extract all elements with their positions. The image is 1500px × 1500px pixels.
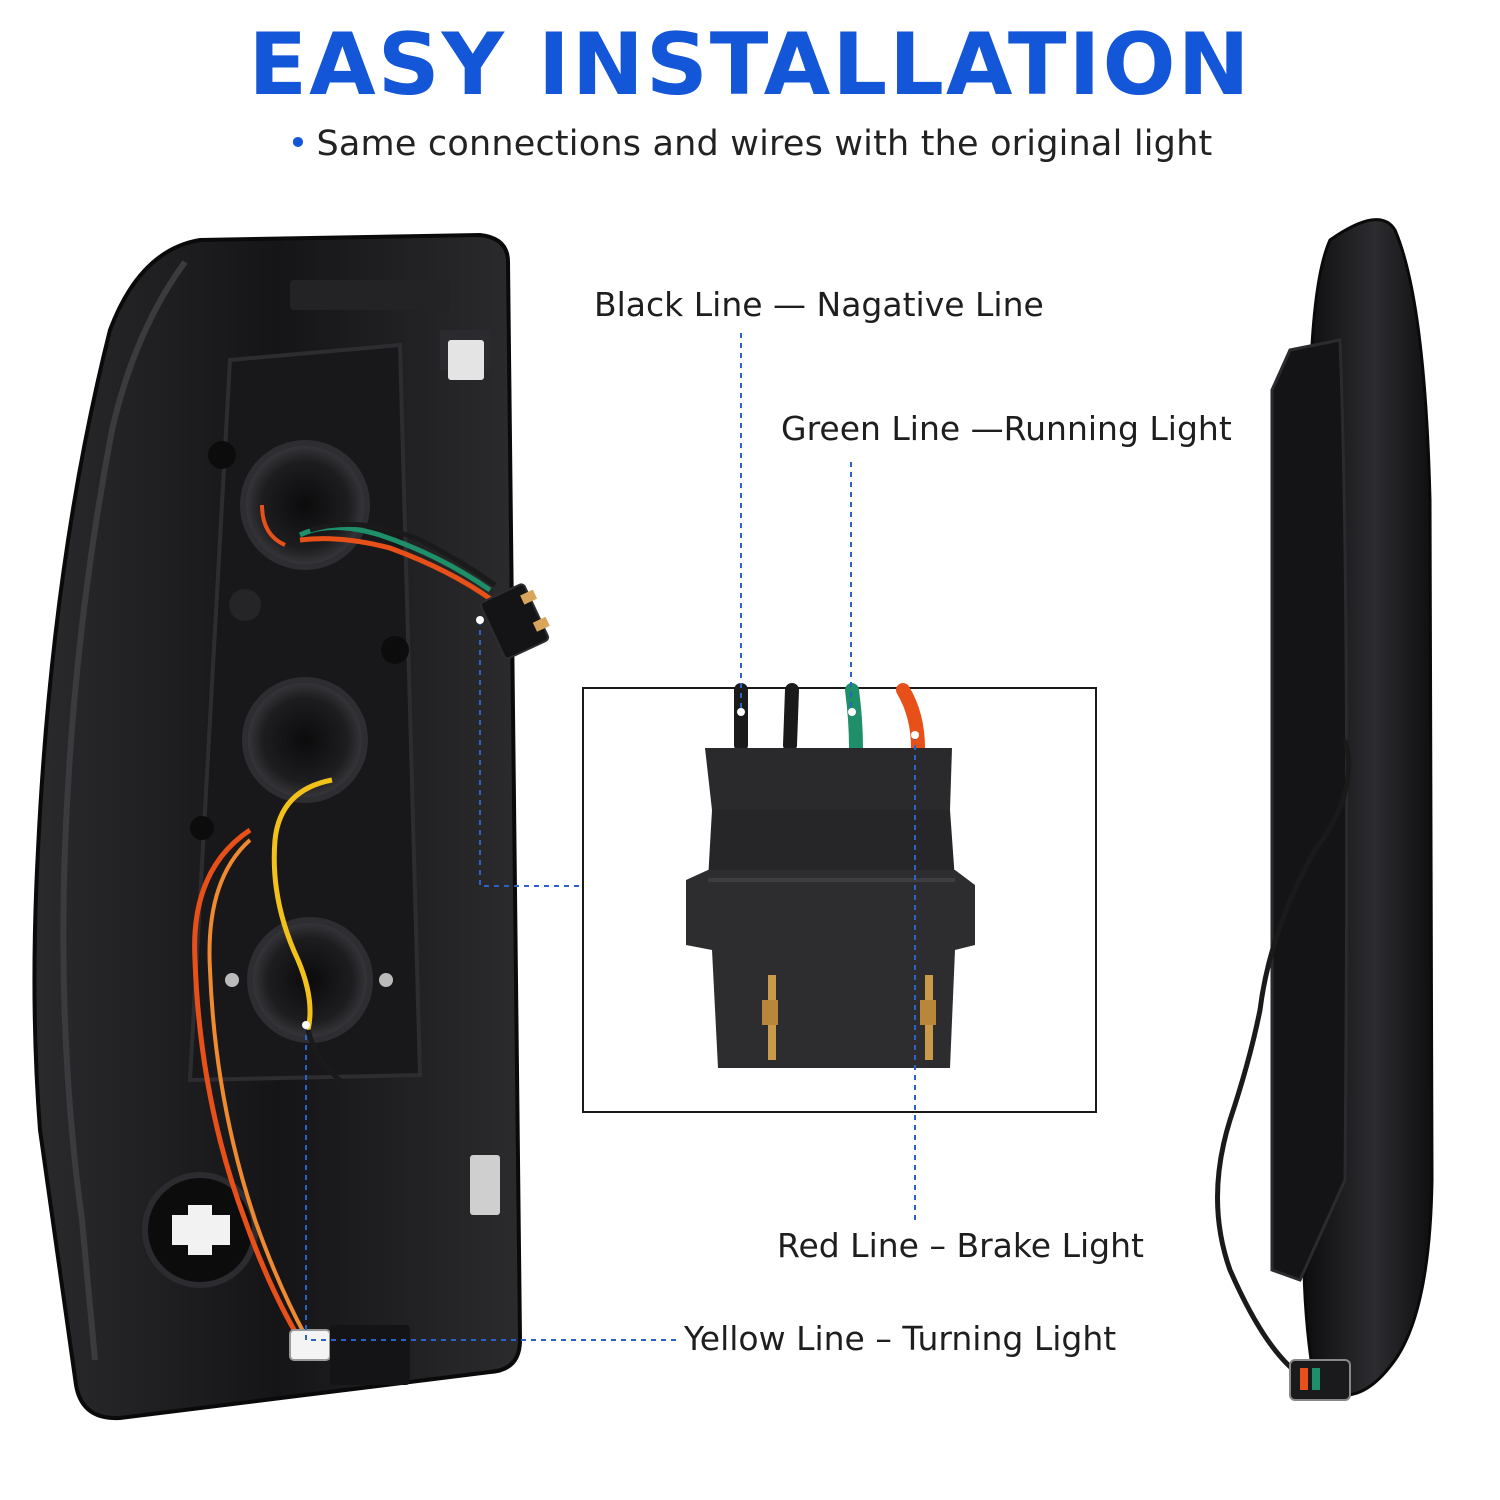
bullet-icon: • (287, 124, 309, 164)
page-title: EASY INSTALLATION (248, 15, 1252, 115)
connector-leader (479, 620, 582, 887)
yellow-line-leader (305, 1025, 680, 1341)
connector-closeup-photo (582, 683, 1097, 1113)
red-line-label: Red Line – Brake Light (777, 1226, 1144, 1265)
green-line-label: Green Line —Running Light (781, 409, 1232, 448)
left-tail-light-photo (32, 232, 550, 1421)
black-line-dot (737, 708, 745, 716)
black-line-label: Black Line — Nagative Line (594, 285, 1044, 324)
yellow-line-label: Yellow Line – Turning Light (684, 1319, 1117, 1358)
subtitle-text: Same connections and wires with the orig… (316, 124, 1213, 164)
connector-leader-dot (476, 616, 484, 624)
page-subtitle: •Same connections and wires with the ori… (0, 124, 1500, 164)
green-line-dot (848, 708, 856, 716)
red-line-dot (911, 731, 919, 739)
yellow-line-dot (302, 1021, 310, 1029)
leader-dots (302, 616, 919, 1029)
leader-lines (305, 333, 916, 1341)
right-tail-light-photo (1215, 218, 1434, 1401)
